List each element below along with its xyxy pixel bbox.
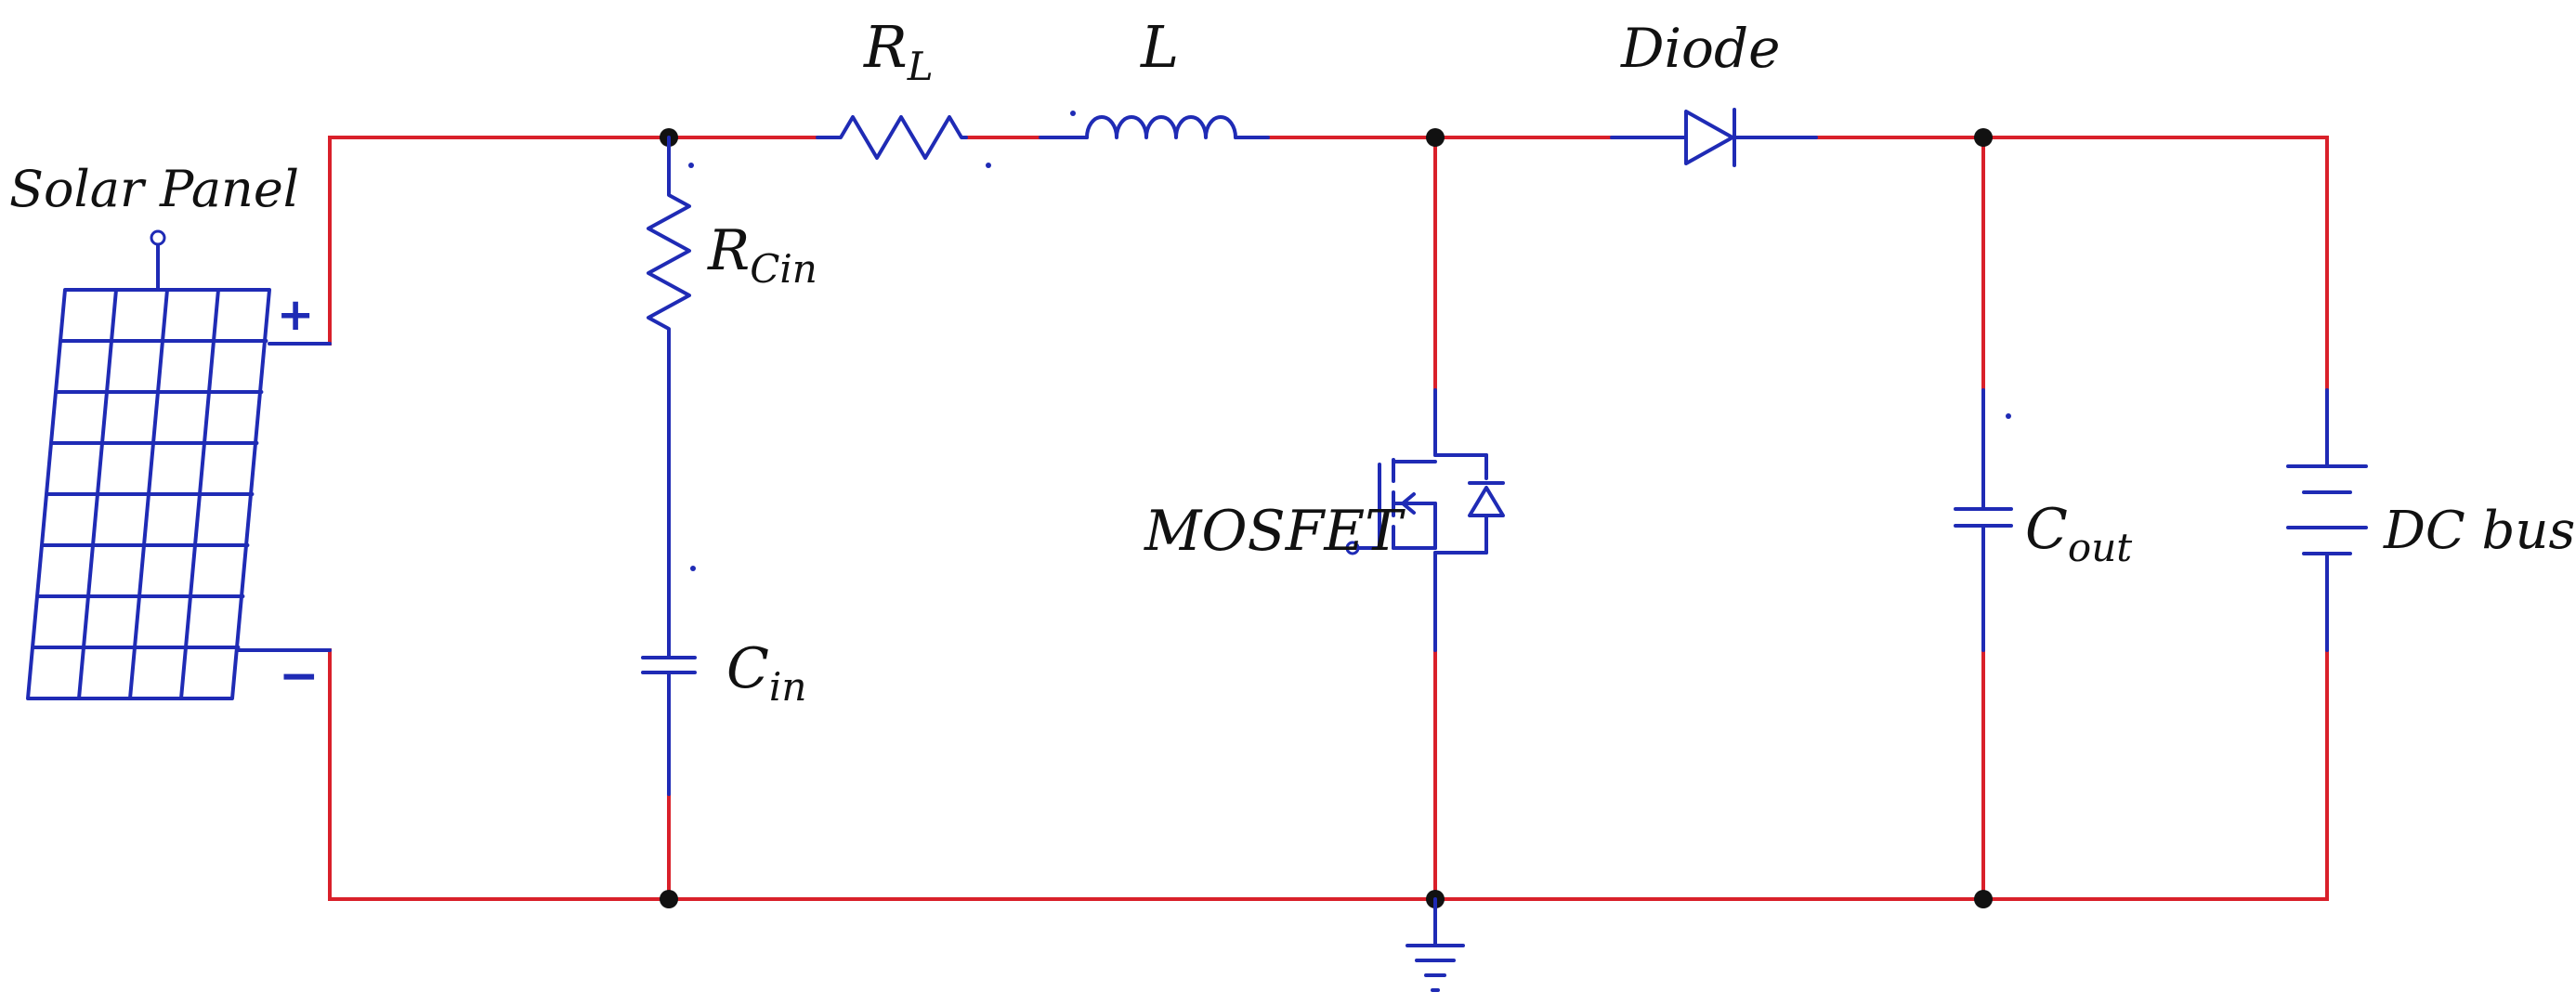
junction-nodes [660,128,1993,908]
dc-bus-label: DC bus [2383,501,2575,561]
inductor-resistance [816,115,991,168]
mosfet-switch [1345,388,1505,652]
rcin-label: RCin [707,218,817,292]
node-switch-top [1426,128,1445,147]
input-esr-resistor [647,136,694,392]
output-capacitor [1954,388,2013,652]
panel-minus-sign: − [279,648,320,704]
solar-panel-icon [26,229,332,700]
diode-label: Diode [1620,17,1780,80]
solar-panel-label: Solar Panel [9,160,299,218]
node-input-bottom [660,890,678,908]
inductor [1039,111,1270,139]
mosfet-label: MOSFET [1144,499,1406,564]
diode-icon [1610,108,1818,167]
ground-icon [1406,897,1465,992]
node-output-top [1974,128,1993,147]
wires [328,136,2329,901]
cout-label: Cout [2025,497,2132,570]
input-capacitor [641,388,697,796]
rl-label: RL [863,13,934,89]
node-output-bottom [1974,890,1993,908]
bottom-wire [328,648,2329,901]
l-label: L [1140,13,1179,81]
top-wire-panel-to-input-node [328,136,671,346]
panel-plus-sign: + [277,289,314,341]
dc-bus-battery-icon [2286,388,2368,652]
top-wire-output-to-dc-bus [1981,136,2329,392]
cin-label: Cin [726,636,806,710]
